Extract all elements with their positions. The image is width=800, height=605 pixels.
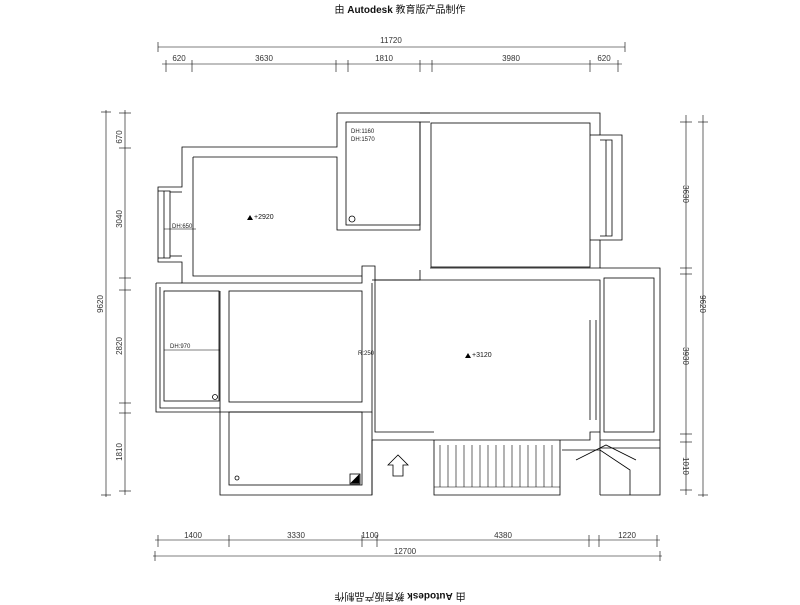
dimension-texts: 11720 620 3630 1810 3980 620 1400 3330 1…: [96, 36, 707, 556]
watermark-prefix: 由: [334, 5, 348, 16]
dim-bottom-seg-1: 1400: [184, 531, 202, 540]
level-markers: +2920 +3120: [247, 214, 492, 359]
dim-top-seg-2: 3630: [255, 54, 273, 63]
dim-left-total: 9620: [96, 295, 105, 313]
dim-left-seg-1: 670: [115, 130, 124, 144]
label-dh-1570: DH:1570: [351, 137, 375, 143]
watermark-suffix: 教育版产品制作: [392, 5, 466, 16]
label-dh-1160: DH:1160: [351, 129, 375, 135]
balcony-left: [163, 290, 220, 402]
balcony-right: [603, 277, 655, 433]
bedroom-2-inner: [430, 122, 591, 268]
dim-right-seg-1: 3630: [681, 185, 690, 203]
bedroom-2-outer: [420, 112, 623, 269]
dimension-lines: [101, 42, 708, 561]
dim-bottom-seg-3: 1100: [361, 531, 379, 540]
level-marker-icon: [247, 215, 253, 220]
living-room-outer: [372, 279, 601, 441]
label-r-250: R:250: [358, 351, 375, 357]
watermark-top: 由 Autodesk 教育版产品制作: [0, 1, 800, 16]
bedroom-1-outer: [157, 113, 421, 284]
level-3120: +3120: [472, 352, 492, 359]
dim-top-seg-3: 1810: [375, 54, 393, 63]
dim-bottom-seg-5: 1220: [618, 531, 636, 540]
middle-room: [228, 290, 363, 403]
watermark-brand: Autodesk: [347, 5, 393, 16]
dim-bottom-seg-2: 3330: [287, 531, 305, 540]
dim-top-seg-4: 3980: [502, 54, 520, 63]
annotations: DH:1160 DH:1570 DH:650 DH:970 R:250: [164, 129, 375, 357]
bedroom-1-inner: [193, 121, 430, 231]
dim-right-seg-3: 1010: [681, 457, 690, 475]
dim-top-seg-1: 620: [172, 54, 186, 63]
dim-bottom-total: 12700: [394, 547, 417, 556]
level-marker-icon: [465, 353, 471, 358]
dim-right-seg-2: 3930: [681, 347, 690, 365]
label-dh-650: DH:650: [172, 224, 193, 230]
dim-top-total: 11720: [380, 36, 402, 45]
stairs: [434, 445, 560, 488]
dim-bottom-seg-4: 4380: [494, 531, 512, 540]
dim-right-total: 9620: [698, 295, 707, 313]
dim-left-seg-3: 2820: [115, 337, 124, 355]
bathroom: [228, 411, 363, 486]
dim-left-seg-4: 1810: [115, 443, 124, 461]
dim-left-seg-2: 3040: [115, 210, 124, 228]
small-room: [345, 121, 421, 226]
label-dh-970: DH:970: [170, 344, 191, 350]
walls: [155, 112, 661, 496]
level-2920: +2920: [254, 214, 274, 221]
entrance-arrow: [387, 454, 409, 477]
dim-top-seg-5: 620: [597, 54, 611, 63]
